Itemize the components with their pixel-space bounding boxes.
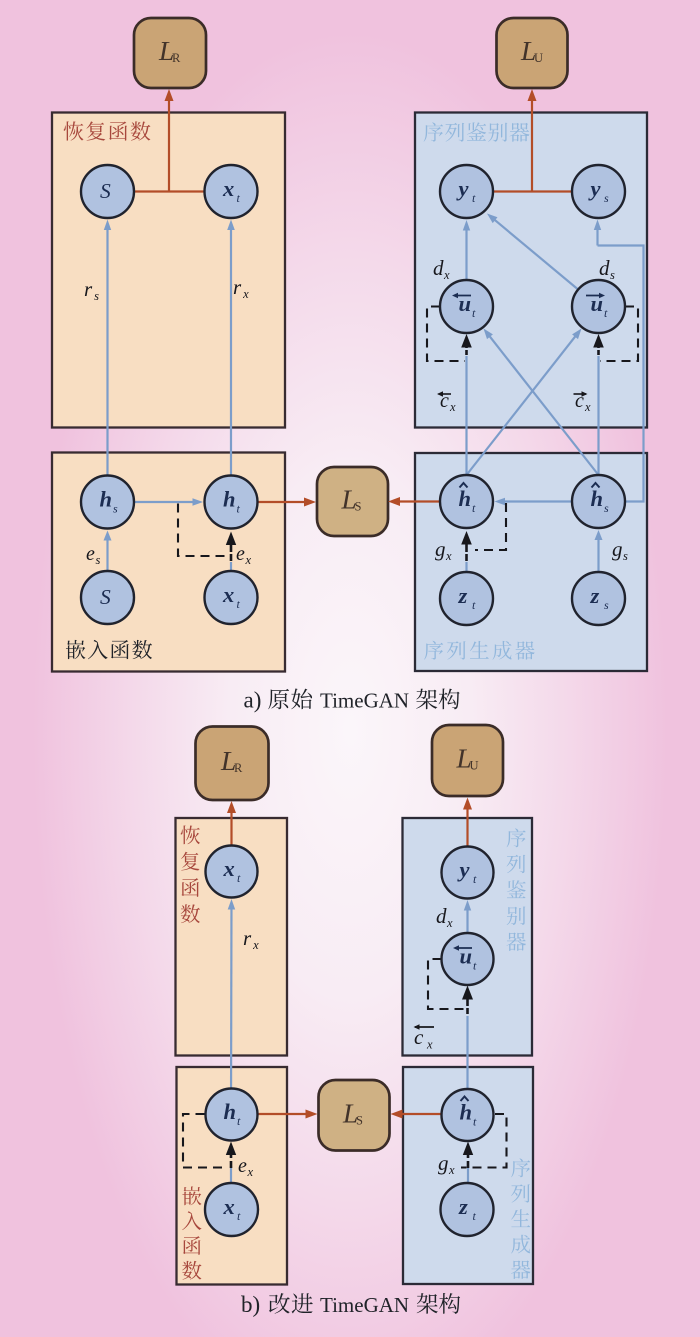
svg-text:x: x xyxy=(445,549,452,563)
svg-text:S: S xyxy=(356,1114,363,1128)
svg-text:h: h xyxy=(591,486,604,511)
svg-text:t: t xyxy=(237,1114,241,1128)
svg-text:x: x xyxy=(247,1165,254,1179)
svg-text:h: h xyxy=(224,1099,237,1124)
svg-text:z: z xyxy=(590,583,600,608)
svg-text:r: r xyxy=(84,277,93,301)
svg-text:t: t xyxy=(237,191,241,205)
svg-text:x: x xyxy=(446,916,453,930)
svg-text:y: y xyxy=(588,176,602,201)
svg-text:z: z xyxy=(458,1194,468,1219)
svg-text:L: L xyxy=(456,743,472,774)
svg-text:TimeGAN: TimeGAN xyxy=(320,689,409,713)
svg-text:c: c xyxy=(414,1025,424,1049)
svg-text:t: t xyxy=(472,306,476,320)
svg-text:R: R xyxy=(234,761,243,775)
svg-text:x: x xyxy=(449,400,456,414)
svg-text:e: e xyxy=(236,543,245,565)
svg-text:g: g xyxy=(435,537,446,561)
svg-text:e: e xyxy=(238,1155,247,1177)
svg-text:r: r xyxy=(243,926,252,950)
svg-text:t: t xyxy=(473,1209,477,1223)
svg-text:t: t xyxy=(473,872,477,886)
svg-text:u: u xyxy=(459,291,472,316)
svg-text:s: s xyxy=(94,289,99,303)
svg-text:x: x xyxy=(245,553,252,567)
svg-text:x: x xyxy=(584,400,591,414)
svg-text:h: h xyxy=(460,1100,473,1125)
svg-text:t: t xyxy=(237,597,241,611)
svg-text:s: s xyxy=(604,191,609,205)
svg-text:c: c xyxy=(575,390,584,412)
svg-text:s: s xyxy=(604,598,609,612)
svg-text:U: U xyxy=(534,51,543,65)
svg-text:t: t xyxy=(473,1115,477,1129)
svg-text:R: R xyxy=(172,51,181,65)
svg-text:h: h xyxy=(100,487,113,512)
svg-text:x: x xyxy=(222,582,234,607)
svg-text:s: s xyxy=(610,268,615,282)
svg-text:TimeGAN: TimeGAN xyxy=(320,1293,409,1317)
svg-text:L: L xyxy=(520,35,536,66)
svg-text:h: h xyxy=(223,487,236,512)
svg-text:s: s xyxy=(96,553,101,567)
svg-text:t: t xyxy=(473,959,477,973)
svg-text:y: y xyxy=(456,176,470,201)
svg-text:x: x xyxy=(252,938,259,952)
svg-text:h: h xyxy=(459,486,472,511)
svg-text:e: e xyxy=(86,543,95,565)
svg-text:t: t xyxy=(237,1209,241,1223)
svg-text:u: u xyxy=(460,944,473,969)
svg-text:d: d xyxy=(436,904,447,928)
svg-text:x: x xyxy=(223,1194,235,1219)
svg-text:L: L xyxy=(158,35,174,66)
svg-text:t: t xyxy=(472,501,476,515)
svg-text:x: x xyxy=(448,1163,455,1177)
svg-text:b): b) xyxy=(241,1292,260,1317)
svg-text:t: t xyxy=(472,191,476,205)
svg-text:d: d xyxy=(599,256,610,280)
svg-text:d: d xyxy=(433,256,444,280)
svg-text:t: t xyxy=(472,598,476,612)
svg-text:s: s xyxy=(604,501,609,515)
svg-text:L: L xyxy=(341,484,357,515)
svg-text:c: c xyxy=(440,390,449,412)
svg-text:x: x xyxy=(426,1038,433,1052)
svg-text:S: S xyxy=(100,179,111,203)
svg-text:r: r xyxy=(233,275,242,299)
svg-text:z: z xyxy=(458,583,468,608)
svg-text:g: g xyxy=(438,1151,449,1175)
svg-text:x: x xyxy=(223,856,235,881)
svg-text:L: L xyxy=(220,745,236,776)
svg-text:U: U xyxy=(470,759,479,773)
svg-text:t: t xyxy=(604,306,608,320)
svg-text:s: s xyxy=(113,502,118,516)
svg-text:L: L xyxy=(342,1098,358,1129)
svg-text:g: g xyxy=(612,537,623,561)
svg-text:x: x xyxy=(443,268,450,282)
svg-text:a): a) xyxy=(244,688,262,713)
svg-text:S: S xyxy=(100,585,111,609)
svg-text:s: s xyxy=(623,549,628,563)
svg-text:t: t xyxy=(237,502,241,516)
svg-text:S: S xyxy=(355,500,362,514)
svg-text:x: x xyxy=(242,287,249,301)
svg-text:t: t xyxy=(237,871,241,885)
svg-text:x: x xyxy=(222,176,234,201)
svg-text:y: y xyxy=(457,857,471,882)
